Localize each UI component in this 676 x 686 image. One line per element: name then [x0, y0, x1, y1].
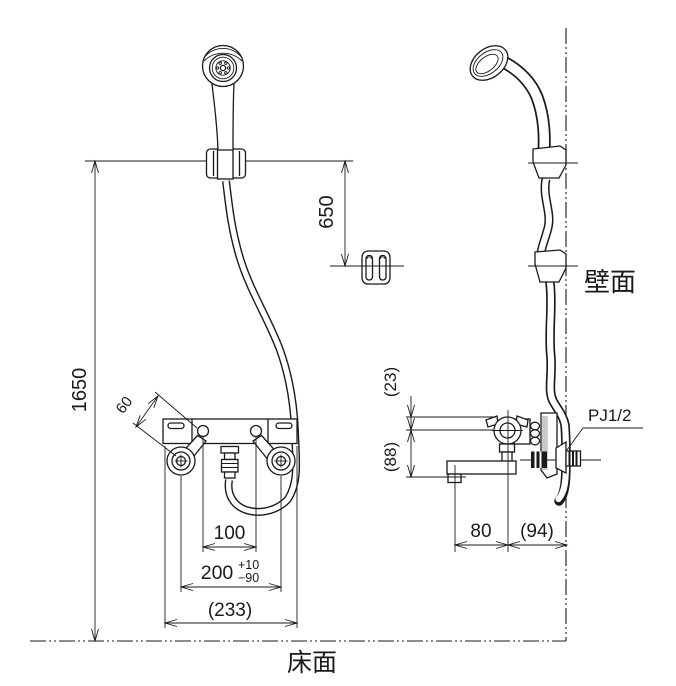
wall-bracket-shade — [541, 416, 548, 470]
dim-1650: 1650 — [69, 159, 99, 643]
dim-23-88: (23) (88) — [381, 367, 496, 479]
left-hole — [196, 424, 210, 438]
right-ear-slot — [275, 422, 293, 430]
shower-head-front — [201, 44, 247, 180]
adjust-ring-1 — [529, 421, 541, 431]
inlet-nut — [531, 451, 547, 468]
left-ear-slot — [167, 422, 185, 430]
faucet-body-bar — [162, 418, 298, 445]
wall-hook-front — [361, 250, 391, 285]
dim-1650-text: 1650 — [69, 368, 91, 413]
dim-233-text: (233) — [208, 600, 252, 621]
pipe-thread — [565, 450, 582, 467]
dim-23-text: (23) — [381, 367, 400, 397]
adjust-ring-2 — [529, 429, 541, 438]
thread-label: PJ1/2 — [588, 406, 631, 425]
wall-hook-side-lower — [528, 249, 578, 283]
spout-aerator — [447, 473, 462, 484]
faucet-front — [162, 418, 298, 479]
shower-head-side — [469, 45, 551, 151]
faucet-side — [446, 410, 601, 552]
dim-80-94: 80 (94) — [453, 465, 569, 552]
thread-callout: PJ1/2 — [566, 406, 643, 451]
left-handle-hub — [166, 446, 196, 476]
reference-lines — [30, 28, 578, 642]
dim-200-tol-minus: −90 — [238, 571, 259, 585]
dim-200: 200 +10 −90 — [179, 558, 283, 591]
dim-60: 60 — [113, 391, 198, 457]
dim-200-text: 200 — [201, 562, 234, 584]
adjust-ring-3 — [529, 436, 541, 446]
dim-88-text: (88) — [381, 442, 400, 472]
dim-100: 100 — [201, 523, 258, 551]
spout-arm — [446, 460, 517, 475]
wall-flange — [555, 440, 567, 475]
dim-650: 650 — [316, 159, 349, 268]
front-extension-lines — [164, 437, 298, 628]
wall-hook-side-upper — [528, 145, 578, 179]
dim-100-text: 100 — [214, 523, 246, 544]
dim-650-text: 650 — [316, 195, 338, 228]
dim-94-text: (94) — [520, 521, 554, 542]
wall-label: 壁面 — [584, 267, 636, 297]
dim-233: (233) — [163, 600, 299, 627]
dim-80-text: 80 — [470, 521, 491, 542]
floor-label: 床面 — [287, 649, 337, 677]
right-handle-hub — [266, 446, 296, 476]
dim-200-tol-plus: +10 — [238, 558, 259, 572]
outlet-connector — [220, 445, 240, 479]
shower-handle-front — [216, 148, 234, 180]
dim-60-text: 60 — [113, 393, 137, 417]
shower-handle-taper — [211, 83, 235, 151]
right-hole — [249, 424, 263, 438]
